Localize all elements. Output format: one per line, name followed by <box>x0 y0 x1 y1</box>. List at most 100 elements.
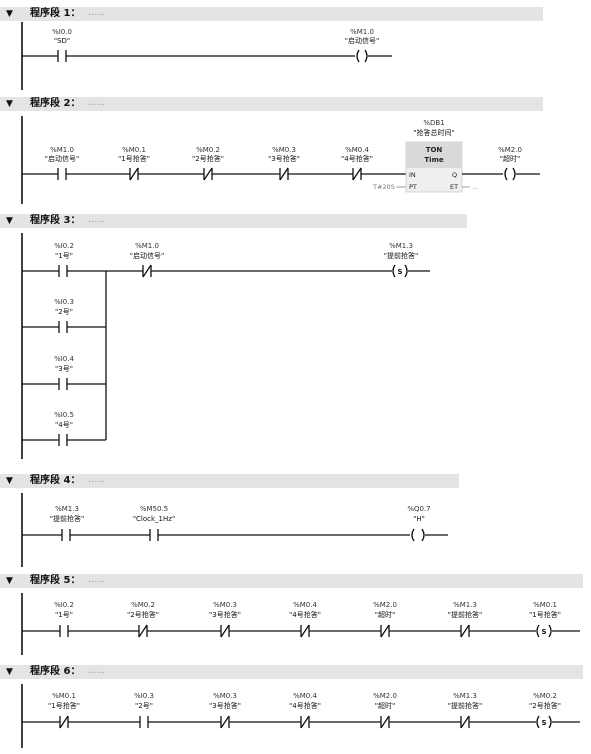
operand-address: %M2.0 <box>373 601 397 609</box>
operand-address: %M0.1 <box>122 146 146 154</box>
contact-no[interactable]: %I0.3 "2号" <box>54 298 74 333</box>
set-coil[interactable]: S %M0.2 "2号抢答" <box>529 692 561 729</box>
operand-name: "启动信号" <box>345 36 379 45</box>
contact-no[interactable]: %I0.5 "4号" <box>54 411 74 446</box>
operand-name: "启动信号" <box>130 251 164 260</box>
operand-address: %M1.3 <box>55 505 79 513</box>
operand-address: %M0.3 <box>213 601 237 609</box>
operand-name: "SD" <box>54 37 70 45</box>
operand-name: "2号抢答" <box>192 154 224 163</box>
operand-name: "1号" <box>55 252 73 260</box>
operand-address: %M0.2 <box>196 146 220 154</box>
triangle-down-icon[interactable]: ▼ <box>6 576 13 586</box>
coil-set-mark: S <box>397 268 402 276</box>
operand-address: %M2.0 <box>498 146 522 154</box>
pin-et-label: ET <box>450 183 458 191</box>
operand-name: "1号" <box>55 611 73 619</box>
network-comment[interactable]: ...... <box>88 666 106 676</box>
contact-nc[interactable]: %M1.0 "启动信号" <box>130 242 164 278</box>
contact-no[interactable]: %M1.0 "启动信号" <box>45 146 79 180</box>
network-4-header[interactable]: ▼ 程序段 4： ...... <box>0 474 459 488</box>
operand-name: "超时" <box>375 610 395 619</box>
network-3-ladder: %I0.2 "1号" %I0.3 "2号" %I0.4 "3号" %I0.5 "… <box>21 233 430 459</box>
operand-name: "2号" <box>55 308 73 316</box>
operand-name: "3号抢答" <box>209 610 241 619</box>
network-6-ladder: %M0.1 "1号抢答" %I0.3 "2号" %M0.3 "3号抢答" %M0… <box>21 684 580 748</box>
network-1-ladder: %I0.0 "SD" %M1.0 "启动信号" <box>21 22 392 90</box>
operand-name: "4号抢答" <box>341 154 373 163</box>
ton-timer-block[interactable]: %DB1 "抢答总时间" TON Time IN Q PT ET <box>405 119 463 193</box>
contact-no[interactable]: %I0.4 "3号" <box>54 355 74 390</box>
set-coil[interactable]: S %M1.3 "提前抢答" <box>384 242 418 278</box>
operand-name: "1号抢答" <box>48 701 80 710</box>
contact-no[interactable]: %I0.2 "1号" <box>54 242 74 277</box>
coil[interactable]: %M1.0 "启动信号" <box>345 28 379 63</box>
triangle-down-icon[interactable]: ▼ <box>6 99 13 109</box>
operand-address: %I0.5 <box>54 411 74 419</box>
operand-address: %M0.4 <box>345 146 369 154</box>
network-comment[interactable]: ...... <box>88 475 106 485</box>
set-coil[interactable]: S %M0.1 "1号抢答" <box>529 601 561 638</box>
network-title: 程序段 1： <box>30 8 81 19</box>
network-title: 程序段 2： <box>30 98 81 109</box>
pin-in-label: IN <box>409 171 416 179</box>
operand-address: %M1.0 <box>350 28 374 36</box>
pin-pt-label: PT <box>409 183 417 191</box>
operand-address: %M1.3 <box>453 601 477 609</box>
coil-set-mark: S <box>541 628 546 636</box>
triangle-down-icon[interactable]: ▼ <box>6 9 13 19</box>
operand-address: %M50.5 <box>140 505 168 513</box>
network-title: 程序段 4： <box>30 475 81 486</box>
network-title: 程序段 5： <box>30 575 81 586</box>
operand-address: %M0.3 <box>272 146 296 154</box>
operand-name: "超时" <box>500 154 520 163</box>
operand-name: "超时" <box>375 701 395 710</box>
coil[interactable]: %M2.0 "超时" <box>498 146 522 181</box>
network-comment[interactable]: ...... <box>88 215 106 225</box>
operand-address: %I0.3 <box>134 692 154 700</box>
operand-address: %M0.4 <box>293 601 317 609</box>
timer-type: TON <box>426 146 443 154</box>
network-comment[interactable]: ...... <box>88 98 106 108</box>
network-4-ladder: %M1.3 "提前抢答" %M50.5 "Clock_1Hz" %Q0.7 "H… <box>21 493 448 567</box>
operand-name: "3号" <box>55 365 73 373</box>
operand-name: "4号" <box>55 421 73 429</box>
triangle-down-icon[interactable]: ▼ <box>6 476 13 486</box>
network-3-header[interactable]: ▼ 程序段 3： ...... <box>0 214 467 228</box>
operand-address: %M0.4 <box>293 692 317 700</box>
operand-address: %M1.0 <box>50 146 74 154</box>
network-comment[interactable]: ...... <box>88 8 106 18</box>
operand-address: %M1.3 <box>453 692 477 700</box>
network-title: 程序段 6： <box>30 666 81 677</box>
network-2-header[interactable]: ▼ 程序段 2： ...... <box>0 97 543 111</box>
network-comment[interactable]: ...... <box>88 575 106 585</box>
network-6-header[interactable]: ▼ 程序段 6： ...... <box>0 665 583 679</box>
operand-name: "启动信号" <box>45 154 79 163</box>
operand-name: "1号抢答" <box>529 610 561 619</box>
operand-address: %I0.2 <box>54 601 74 609</box>
triangle-down-icon[interactable]: ▼ <box>6 216 13 226</box>
contact-nc[interactable]: %M0.2 "2号抢答" <box>192 146 224 181</box>
operand-name: "提前抢答" <box>50 514 84 523</box>
operand-address: %M1.3 <box>389 242 413 250</box>
contact-nc[interactable]: %M0.3 "3号抢答" <box>268 146 300 181</box>
contact-nc[interactable]: %M0.1 "1号抢答" <box>118 146 150 181</box>
operand-address: %I0.3 <box>54 298 74 306</box>
operand-name: "4号抢答" <box>289 701 321 710</box>
et-value[interactable]: ... <box>472 183 478 191</box>
operand-address: %Q0.7 <box>407 505 430 513</box>
coil[interactable]: %Q0.7 "H" <box>407 505 431 542</box>
network-title: 程序段 3： <box>30 215 81 226</box>
network-1-header[interactable]: ▼ 程序段 1： ...... <box>0 7 543 21</box>
contact-no[interactable]: %I0.0 "SD" <box>52 28 72 62</box>
operand-name: "提前抢答" <box>448 701 482 710</box>
network-5-header[interactable]: ▼ 程序段 5： ...... <box>0 574 583 588</box>
operand-name: "2号" <box>135 702 153 710</box>
operand-name: "4号抢答" <box>289 610 321 619</box>
triangle-down-icon[interactable]: ▼ <box>6 667 13 677</box>
contact-nc[interactable]: %M0.3 "3号抢答" <box>209 692 241 729</box>
contact-nc[interactable]: %M0.4 "4号抢答" <box>341 146 373 181</box>
operand-name: "2号抢答" <box>529 701 561 710</box>
pt-value[interactable]: T#20S <box>372 183 395 191</box>
network-2-ladder: %M1.0 "启动信号" %M0.1 "1号抢答" %M0.2 "2号抢答" %… <box>21 116 540 204</box>
